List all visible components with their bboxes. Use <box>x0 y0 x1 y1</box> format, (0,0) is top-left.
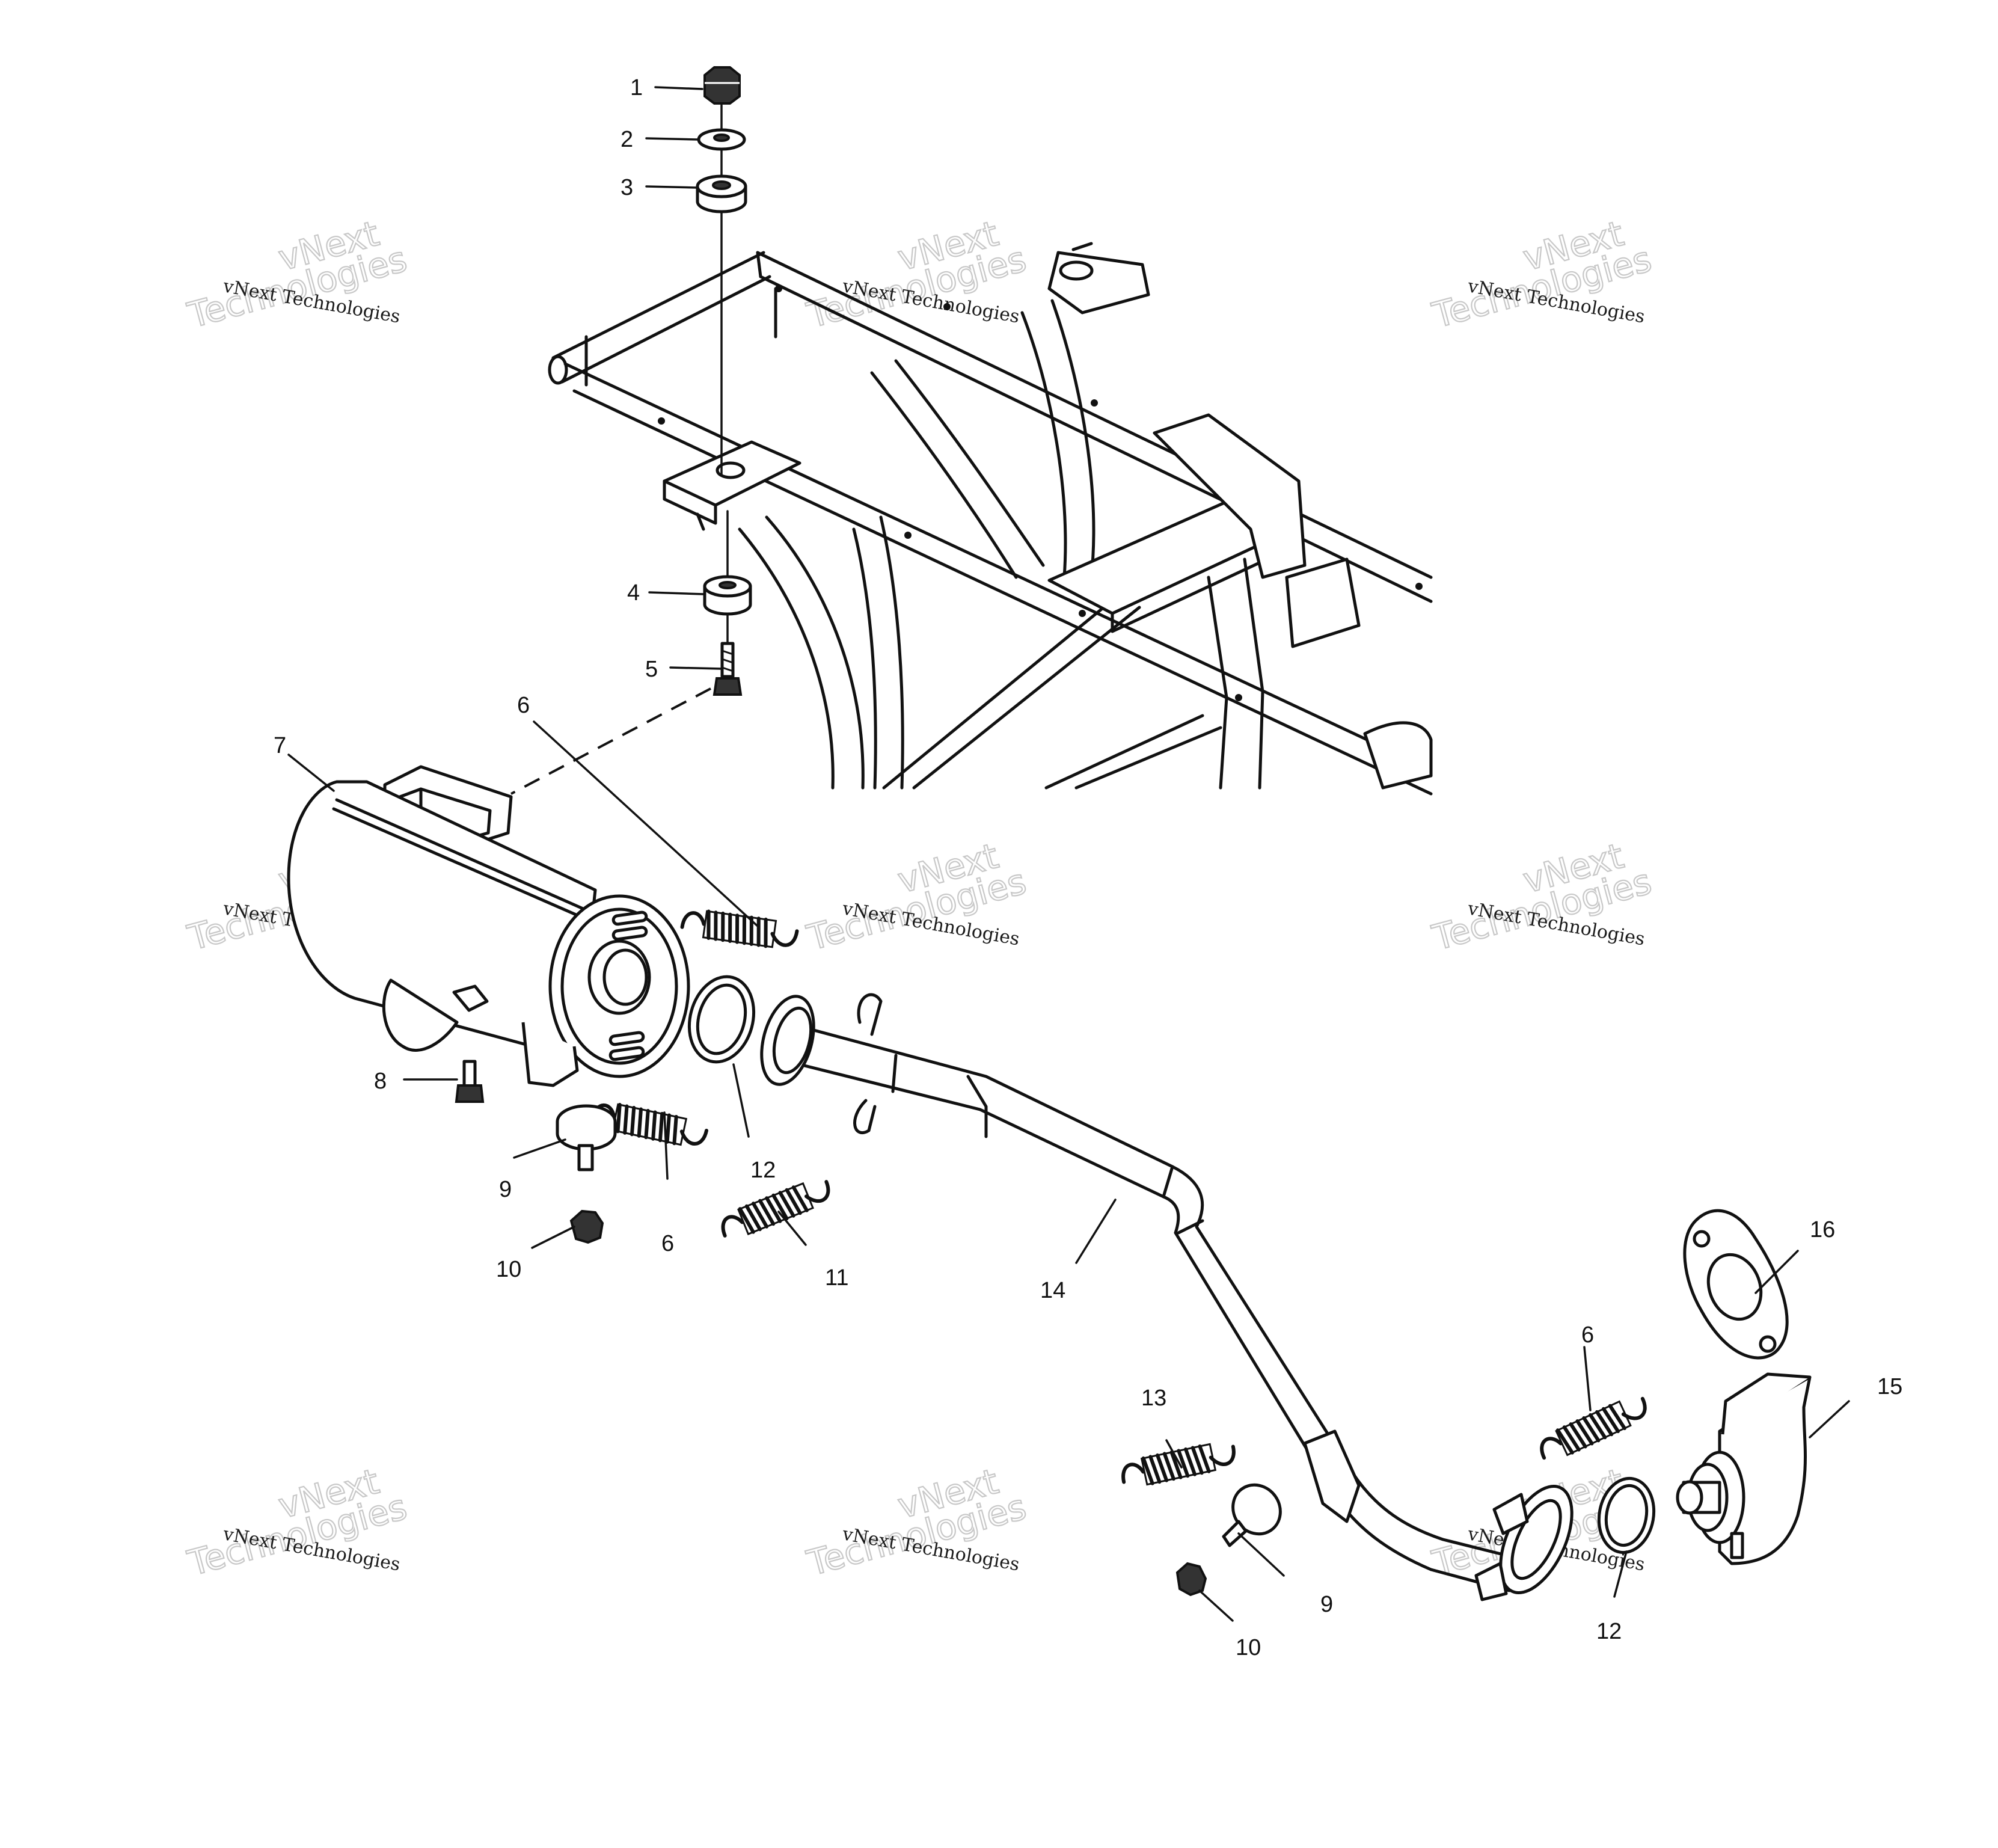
callout-13: 13 <box>1141 1386 1166 1411</box>
tension-spring-icon <box>721 1180 830 1238</box>
tension-spring-icon <box>680 909 799 948</box>
callout-16: 16 <box>1810 1217 1835 1242</box>
callout-6: 6 <box>1581 1322 1594 1348</box>
leader-lines <box>287 86 1850 1622</box>
nut-icon <box>1175 1562 1207 1597</box>
rubber-grommet-icon <box>1222 1483 1282 1547</box>
rubber-grommet-icon <box>556 1104 617 1171</box>
grommet-icon <box>696 174 747 213</box>
callout-4: 4 <box>627 580 640 606</box>
callout-2: 2 <box>621 127 633 152</box>
callout-7: 7 <box>274 733 286 758</box>
callout-6: 6 <box>517 693 530 718</box>
callout-10: 10 <box>1236 1635 1261 1660</box>
bolt-icon <box>712 642 743 696</box>
seal-ring-icon <box>687 975 756 1064</box>
washer-icon <box>697 128 746 151</box>
tension-spring-icon <box>1540 1396 1647 1460</box>
grommet-icon <box>703 575 752 616</box>
nut-icon <box>703 66 741 105</box>
callout-14: 14 <box>1040 1278 1065 1303</box>
mount-hardware-stack <box>510 66 752 795</box>
callout-3: 3 <box>621 175 633 200</box>
spring-group <box>590 909 1647 1486</box>
callout-9: 9 <box>1320 1592 1333 1617</box>
nut-icon <box>569 1209 604 1244</box>
frame-assembly <box>548 242 1433 796</box>
callout-11: 11 <box>825 1265 848 1291</box>
callout-1: 1 <box>630 75 643 100</box>
head-pipe <box>760 993 1574 1601</box>
exhaust-elbow <box>1676 1372 1812 1565</box>
callout-12: 12 <box>750 1158 776 1183</box>
seal-ring-icon <box>1597 1476 1656 1555</box>
callout-9: 9 <box>499 1177 512 1202</box>
tension-spring-icon <box>1121 1443 1236 1486</box>
callout-10: 10 <box>496 1257 521 1282</box>
flange-gasket-icon <box>1683 1209 1789 1360</box>
callout-5: 5 <box>645 657 658 682</box>
callout-15: 15 <box>1877 1374 1902 1399</box>
callout-8: 8 <box>374 1069 387 1094</box>
callout-6: 6 <box>661 1231 674 1256</box>
bolt-icon <box>455 1060 485 1103</box>
callout-12: 12 <box>1596 1619 1622 1644</box>
muffler <box>287 765 690 1087</box>
callout-labels: 1 2 3 4 5 6 7 8 9 6 10 12 11 14 13 9 10 … <box>274 75 1902 1660</box>
